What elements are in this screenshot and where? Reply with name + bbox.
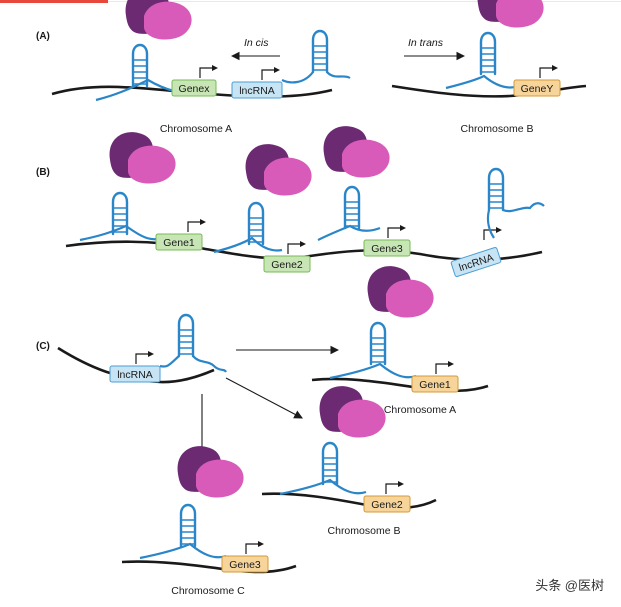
lncrna-box-c: lncRNA [109,365,161,383]
promoter-arrow-icon [135,350,155,365]
watermark-text: 头条 @医树 [535,578,604,593]
gene2-label-c: Gene2 [371,499,403,511]
chromosome-c-caption-c: Chromosome C [171,585,245,597]
promoter-arrow-icon [539,64,559,79]
lncrna-label-a: lncRNA [239,85,275,97]
rna-hairpin-icon [343,185,361,230]
protein-complex-icon [245,144,312,196]
rna-hairpin-icon [479,31,497,76]
rna-hairpin-icon [369,321,387,366]
chromosome-b-strand [391,84,587,98]
chromosome-a-caption: Chromosome A [160,123,232,135]
in-trans-label: In trans [408,37,444,49]
chromosome-b-caption: Chromosome B [461,123,534,135]
rna-strand-c2 [279,478,367,496]
protein-complex-icon [367,266,434,318]
promoter-arrow-icon [287,240,307,255]
panel-c: (C) lncRNA Gene1 Chromosome A [36,266,489,597]
promoter-arrow-icon [435,360,455,375]
protein-complex-icon [177,446,244,498]
protein-complex-icon [109,132,176,184]
gene-x-box: Genex [171,79,217,97]
panel-c-label: (C) [36,341,50,352]
rna-hairpin-icon [177,313,195,358]
gene3-label-b: Gene3 [371,243,403,255]
rna-hairpin-icon [179,503,197,548]
promoter-arrow-icon [187,218,207,233]
panel-b: (B) Gene1 Gene2 Gene3 l [36,126,545,278]
rna-strand-b3 [317,224,381,241]
gene1-label-b: Gene1 [163,237,195,249]
gene2-box-b: Gene2 [263,255,311,273]
panel-a: (A) Genex lncRNA In cis Chromosome A In … [36,0,587,135]
lncrna-label-c: lncRNA [117,369,153,381]
gene1-box-b: Gene1 [155,233,203,251]
gene1-label-c: Gene1 [419,379,451,391]
gene3-box-b: Gene3 [363,239,411,257]
lncrna-box-a: lncRNA [231,81,283,99]
header-divider [108,1,621,2]
rna-strand-b [445,74,521,90]
rna-tail-b [486,202,545,239]
promoter-arrow-icon [261,66,281,81]
gene3-label-c: Gene3 [229,559,261,571]
rna-hairpin-icon [311,29,329,74]
rna-hairpin-icon [487,167,505,212]
gene-x-label: Genex [179,83,211,95]
promoter-arrow-icon [245,540,265,555]
promoter-arrow-icon [199,64,219,79]
rna-hairpin-icon [131,43,149,88]
gene-y-label: GeneY [521,83,554,95]
rna-strand-c1 [329,362,417,380]
protein-complex-icon [319,386,386,438]
header-accent-bar [0,0,108,3]
in-cis-label: In cis [244,37,269,49]
arrow-to-chromosome-b [225,377,303,419]
gene2-label-b: Gene2 [271,259,303,271]
chromosome-b-caption-c: Chromosome B [328,525,401,537]
chromosome-c-strand-c [121,560,297,574]
rna-strand-b2 [213,236,283,254]
rna-tail-c [159,355,227,373]
rna-tail-a [281,71,351,84]
gene-y-box: GeneY [513,79,561,97]
lncrna-box-b: lncRNA [450,246,502,278]
gene1-box-c: Gene1 [411,375,459,393]
chromosome-a-caption-c: Chromosome A [384,404,456,416]
rna-strand-c3 [139,542,227,560]
promoter-arrow-icon [385,480,405,495]
panel-a-label: (A) [36,31,50,42]
promoter-arrow-icon [387,224,407,239]
protein-complex-icon [323,126,390,178]
rna-hairpin-icon [321,441,339,486]
rna-strand-b1 [79,224,163,242]
protein-complex-icon [125,0,192,40]
panel-b-label: (B) [36,167,50,178]
protein-complex-icon [477,0,544,28]
gene3-box-c: Gene3 [221,555,269,573]
gene2-box-c: Gene2 [363,495,411,513]
